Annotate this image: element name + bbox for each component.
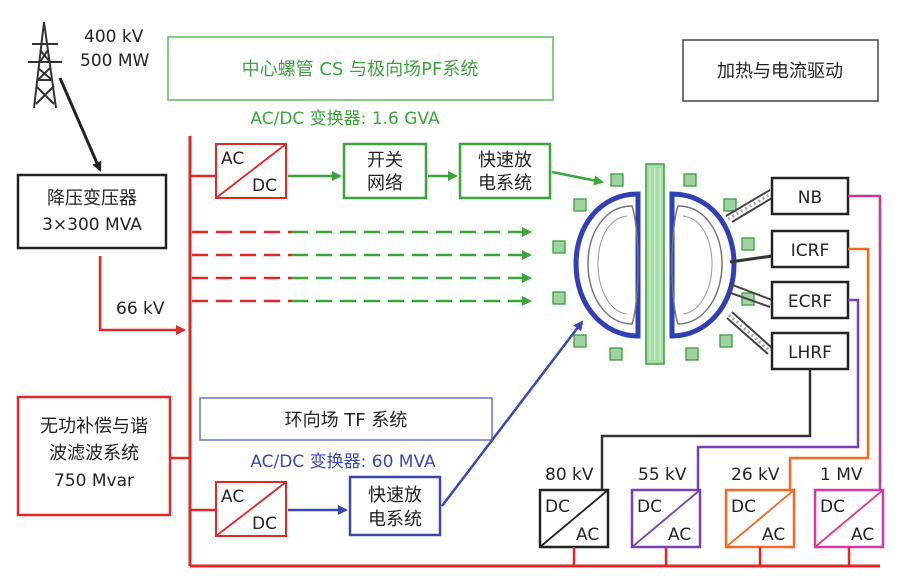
pf-converter: AC DC	[215, 143, 287, 199]
icrf-label: ICRF	[791, 241, 829, 261]
switch-network-box	[342, 142, 428, 200]
tf-converter-dc: DC	[252, 514, 277, 534]
lhrf-label: LHRF	[788, 343, 832, 363]
bus-voltage: 66 kV	[116, 299, 165, 319]
icrf-feed-wire	[788, 247, 870, 490]
transformer-rating: 3×300 MVA	[42, 215, 142, 235]
tf-fast-discharge-label-2: 电系统	[368, 509, 422, 530]
hcd-voltage-1mv: 1 MV	[820, 465, 863, 485]
lhrf-feed-wire	[600, 369, 812, 490]
tf-converter: AC DC	[215, 481, 287, 537]
heating-title-box	[682, 39, 879, 102]
hcd-ac-55kv: AC	[668, 525, 691, 545]
compensation-label-1: 无功补偿与谐	[40, 416, 148, 437]
pf-converter-rating: AC/DC 变换器: 1.6 GVA	[250, 109, 440, 129]
ecrf-box	[770, 280, 850, 320]
pf-arrow-3	[551, 170, 604, 186]
pf-fast-discharge-label-2: 电系统	[478, 173, 532, 194]
hcd-dc-26kv: DC	[731, 497, 756, 517]
tf-system-title: 环向场 TF 系统	[285, 410, 408, 431]
compensation-box	[16, 395, 172, 517]
hcd-ac-80kv: AC	[576, 525, 599, 545]
pf-fast-discharge-box	[458, 142, 552, 200]
nb-feed-wire	[848, 194, 882, 490]
heating-feeds	[725, 189, 773, 355]
hcd-converter-26kv: 26 kV DC AC	[724, 465, 796, 549]
tf-fast-discharge-label-1: 快速放	[368, 485, 422, 506]
nb-label: NB	[798, 188, 822, 208]
transmission-tower-icon	[28, 21, 62, 109]
pf-system-title: 中心螺管 CS 与极向场PF系统	[242, 59, 479, 80]
compensation-rating: 750 Mvar	[54, 471, 134, 491]
hcd-dc-1mv: DC	[820, 497, 845, 517]
ecrf-label: ECRF	[788, 292, 832, 312]
transformer-box	[16, 173, 168, 250]
hcd-voltage-55kv: 55 kV	[638, 465, 687, 485]
pf-converter-dc: DC	[252, 176, 277, 196]
hcd-bus-taps	[572, 547, 851, 566]
ecrf-feed-wire	[696, 298, 860, 490]
tf-converter-ac: AC	[221, 487, 244, 507]
pf-system-title-box	[167, 36, 554, 101]
hcd-dc-55kv: DC	[637, 497, 662, 517]
hcd-dc-80kv: DC	[545, 497, 570, 517]
hcd-voltage-26kv: 26 kV	[731, 465, 780, 485]
heating-title: 加热与电流驱动	[717, 61, 843, 82]
nb-box	[770, 176, 850, 216]
transformer-label: 降压变压器	[47, 188, 137, 209]
pf-dashed-feeders	[192, 227, 532, 306]
pf-converter-ac: AC	[221, 149, 244, 169]
supply-voltage: 400 kV	[84, 27, 144, 47]
hcd-converter-80kv: 80 kV DC AC	[538, 465, 610, 549]
tokamak-cross-section	[552, 163, 755, 365]
hcd-ac-26kv: AC	[762, 525, 785, 545]
tf-fast-discharge-box	[348, 475, 442, 537]
hcd-converter-55kv: 55 kV DC AC	[630, 465, 702, 549]
hcd-ac-1mv: AC	[851, 525, 874, 545]
supply-arrow	[58, 77, 102, 172]
compensation-label-2: 波滤波系统	[49, 443, 139, 464]
lhrf-box	[770, 331, 850, 371]
transformer-to-bus-line	[98, 256, 186, 335]
tf-arrow-2	[441, 320, 584, 507]
pf-fast-discharge-label-1: 快速放	[478, 150, 532, 171]
hcd-voltage-80kv: 80 kV	[545, 465, 594, 485]
tf-system-title-box	[199, 397, 493, 441]
switch-network-label-1: 开关	[367, 150, 403, 171]
switch-network-label-2: 网络	[367, 173, 403, 194]
supply-power: 500 MW	[80, 51, 150, 71]
hcd-converter-1mv: 1 MV DC AC	[813, 465, 885, 549]
tf-converter-rating: AC/DC 变换器: 60 MVA	[250, 452, 436, 472]
